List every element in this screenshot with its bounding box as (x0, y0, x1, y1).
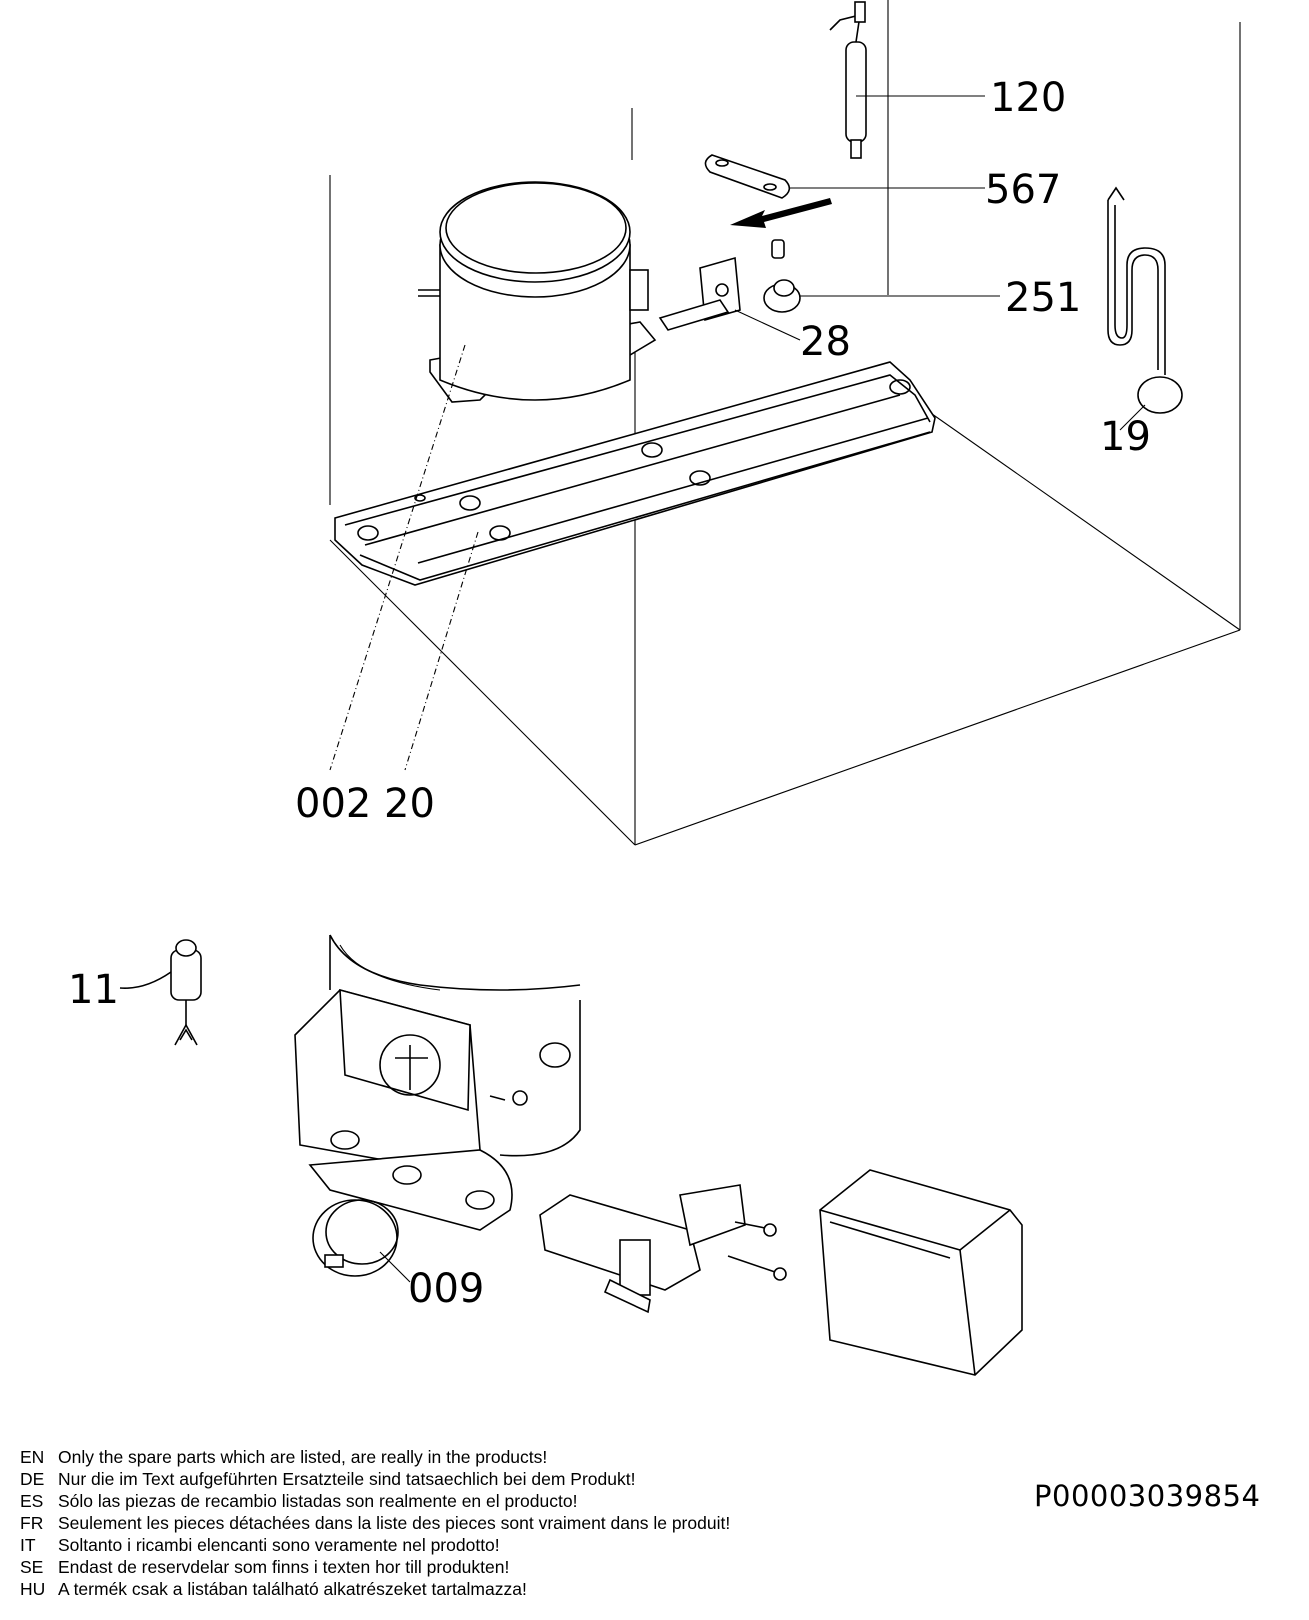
cabinet-outline (329, 0, 1241, 846)
callout-20: 20 (384, 781, 435, 827)
part-567-bracket (704, 154, 985, 199)
screws (727, 1221, 787, 1281)
part-009-overload-protector (312, 1199, 411, 1283)
exploded-parts-diagram: 120 567 251 28 19 002 20 (68, 0, 1241, 1376)
note-lang-code: SE (20, 1557, 44, 1577)
note-es: ES Sólo las piezas de recambio listadas s… (20, 1490, 730, 1512)
callout-28: 28 (800, 319, 851, 365)
callout-251: 251 (1005, 275, 1081, 321)
part-19-heater-coil (1107, 186, 1183, 431)
callout-009: 009 (408, 1266, 484, 1312)
compressor-terminal-detail (294, 934, 581, 1231)
note-text: Endast de reservdelar som finns i texten… (58, 1557, 510, 1577)
callout-19: 19 (1100, 414, 1151, 460)
note-text: A termék csak a listában található alkat… (58, 1579, 527, 1599)
note-it: IT Soltanto i ricambi elencanti sono vera… (20, 1534, 730, 1556)
note-text: Seulement les pieces détachées dans la l… (58, 1513, 731, 1533)
callout-002: 002 (295, 781, 371, 827)
part-120-drier-tube (829, 1, 985, 159)
note-se: SE Endast de reservdelar som finns i text… (20, 1556, 730, 1578)
callout-567: 567 (985, 167, 1061, 213)
callout-120: 120 (990, 75, 1066, 121)
note-text: Soltanto i ricambi elencanti sono verame… (58, 1535, 500, 1555)
note-fr: FR Seulement les pieces détachées dans la… (20, 1512, 730, 1534)
terminal-connector (539, 1184, 746, 1314)
note-lang-code: FR (20, 1513, 44, 1533)
mounting-rail (334, 361, 936, 586)
part-251-grommet (763, 239, 1000, 313)
note-de: DE Nur die im Text aufgeführten Ersatztei… (20, 1468, 730, 1490)
direction-arrow (730, 198, 832, 228)
leader-20 (404, 531, 479, 771)
note-en: EN Only the spare parts which are listed,… (20, 1446, 730, 1468)
note-lang-code: HU (20, 1579, 46, 1599)
disclaimer-notes: EN Only the spare parts which are listed,… (20, 1446, 730, 1600)
part-28-clip (658, 256, 801, 341)
note-text: Nur die im Text aufgeführten Ersatzteile… (58, 1469, 636, 1489)
note-text: Sólo las piezas de recambio listadas son… (58, 1491, 578, 1511)
note-hu: HU A termék csak a listában található alk… (20, 1578, 730, 1600)
drawing-code: P00003039854 (1034, 1479, 1261, 1513)
note-lang-code: IT (20, 1535, 36, 1555)
leader-002 (329, 344, 466, 771)
compressor (418, 181, 657, 403)
terminal-cover (819, 1169, 1023, 1376)
note-lang-code: DE (20, 1469, 45, 1489)
note-lang-code: EN (20, 1447, 45, 1467)
note-text: Only the spare parts which are listed, a… (58, 1447, 548, 1467)
note-lang-code: ES (20, 1491, 44, 1511)
callout-11: 11 (68, 967, 119, 1013)
part-11-relay-plug (119, 939, 202, 1046)
